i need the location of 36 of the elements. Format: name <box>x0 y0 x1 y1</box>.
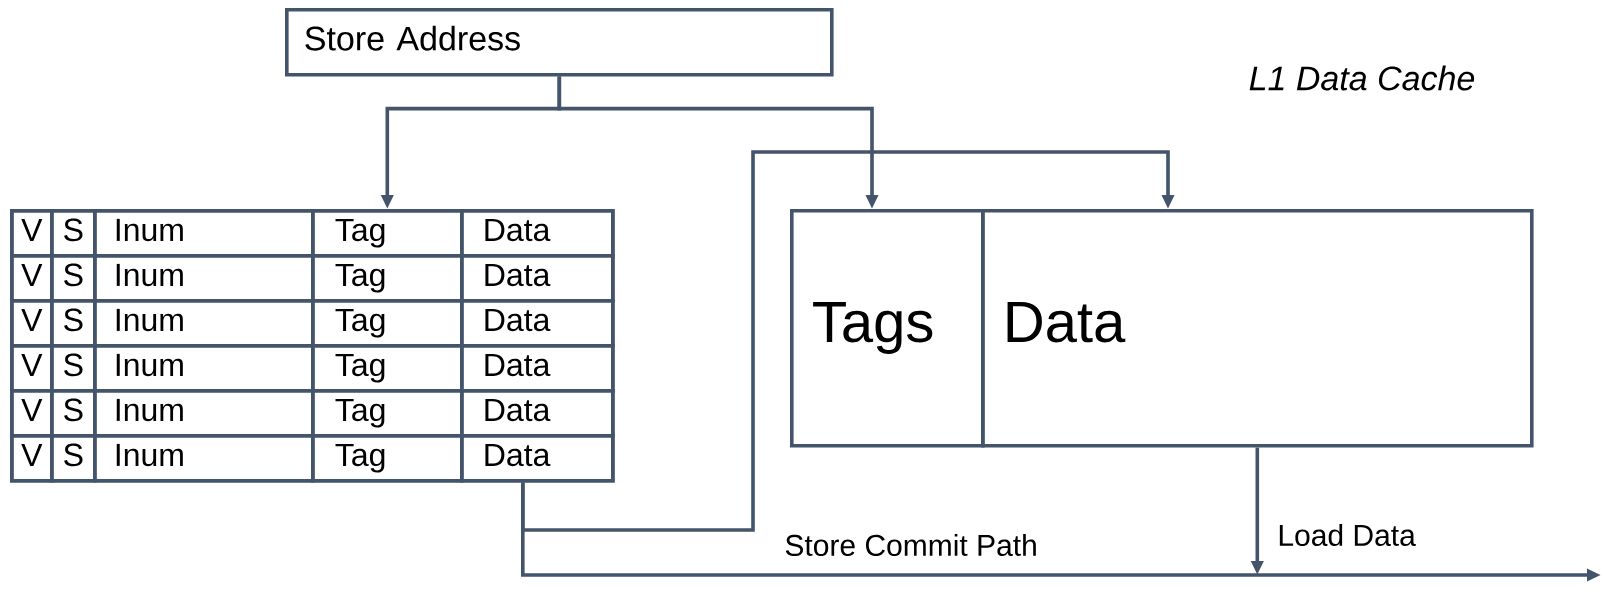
table-cell: V <box>10 389 54 438</box>
data-array-box: Data <box>981 209 1534 448</box>
table-cell: V <box>10 209 54 258</box>
edge-label: Load Data <box>1279 524 1416 546</box>
table-cell: Tag <box>311 344 464 393</box>
table-cell: Data <box>460 254 615 303</box>
table-cell: Tag <box>311 299 464 348</box>
table-cell: Data <box>460 434 615 483</box>
table-cell: V <box>10 254 54 303</box>
table-cell: S <box>50 344 97 393</box>
table-cell: Inum <box>93 299 315 348</box>
table-cell: V <box>10 344 54 393</box>
table-cell: Tag <box>311 389 464 438</box>
table-cell: Inum <box>93 389 315 438</box>
table-cell: Data <box>460 299 615 348</box>
table-cell: Data <box>460 209 615 258</box>
table-cell: S <box>50 209 97 258</box>
table-cell: Inum <box>93 254 315 303</box>
title-label: L1 Data Cache <box>1249 65 1475 91</box>
table-cell: Inum <box>93 209 315 258</box>
table-cell: V <box>10 434 54 483</box>
table-cell: Data <box>460 389 615 438</box>
tags-array-box: Tags <box>790 209 985 448</box>
edge-label: Store Commit Path <box>785 534 1036 556</box>
table-cell: Tag <box>311 254 464 303</box>
table-cell: Tag <box>311 434 464 483</box>
table-cell: Tag <box>311 209 464 258</box>
table-cell: S <box>50 389 97 438</box>
table-cell: S <box>50 254 97 303</box>
address-box: Store Address <box>285 8 834 77</box>
table-cell: Inum <box>93 434 315 483</box>
table-cell: Data <box>460 344 615 393</box>
table-cell: Inum <box>93 344 315 393</box>
table-cell: V <box>10 299 54 348</box>
table-cell: S <box>50 434 97 483</box>
table-cell: S <box>50 299 97 348</box>
